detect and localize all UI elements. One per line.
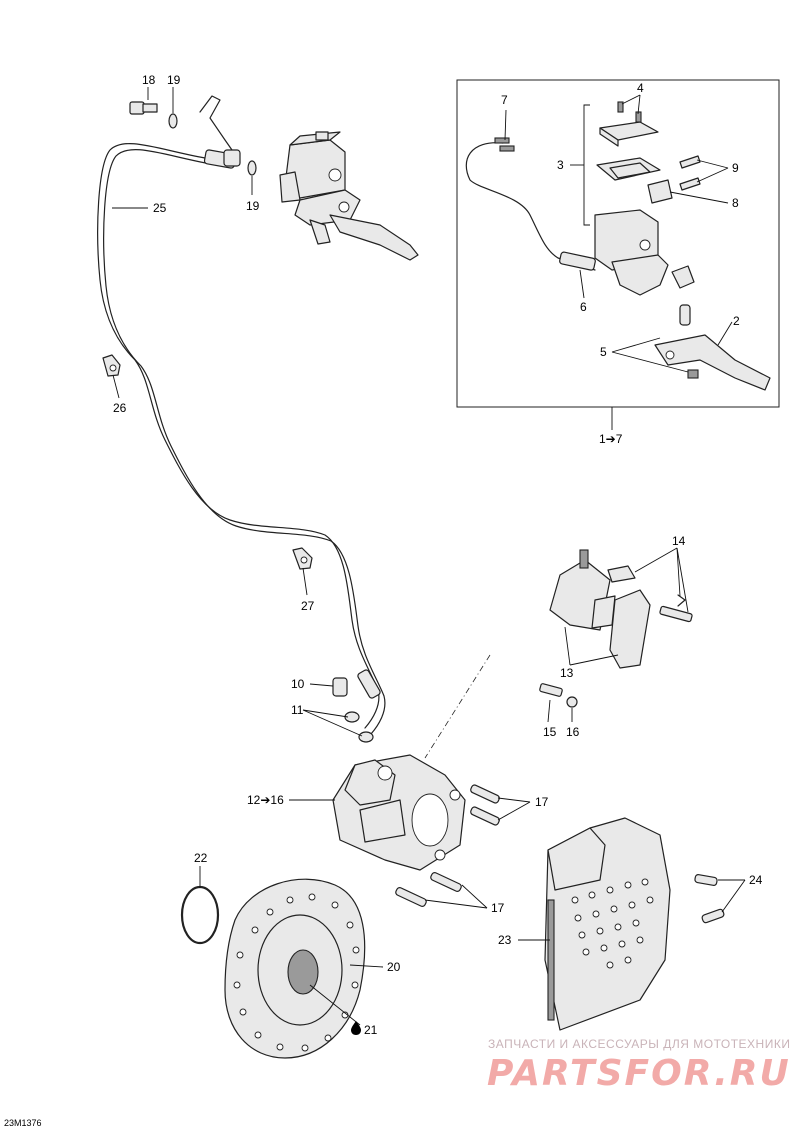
brake-pads (549, 549, 693, 669)
callout-3: 3 (557, 158, 564, 172)
callout-16: 16 (566, 725, 580, 739)
diagram-code: 23M1376 (4, 1118, 42, 1128)
callout-6: 6 (580, 300, 587, 314)
callout-22: 22 (194, 851, 208, 865)
washer-19-lower (247, 160, 257, 176)
hose-clamp-27 (292, 547, 313, 570)
callout-26: 26 (113, 401, 127, 415)
inset-master-cylinder-parts (465, 101, 771, 391)
brake-caliper (332, 754, 466, 871)
callout-21: 21 (364, 1023, 378, 1037)
leader-lines (112, 87, 746, 1026)
inset-frame (456, 79, 780, 408)
callout-labels: 18 19 19 25 26 27 7 4 3 9 8 6 2 5 1➔7 14… (113, 73, 763, 1037)
o-ring-22 (180, 885, 220, 945)
callout-1-7: 1➔7 (599, 432, 623, 446)
callout-2: 2 (733, 314, 740, 328)
callout-20: 20 (387, 960, 401, 974)
callout-24: 24 (749, 873, 763, 887)
banjo-bolt-18 (129, 101, 158, 115)
callout-4: 4 (637, 81, 644, 95)
master-cylinder-assembled (279, 131, 419, 261)
washer-11-top (344, 711, 360, 723)
callout-10: 10 (291, 677, 305, 691)
guard-screw-24-upper (694, 874, 718, 886)
oil-drop-icon (351, 1021, 361, 1035)
washer-19-top (168, 113, 178, 129)
caliper-bolts-17-lower (395, 871, 462, 908)
callout-12-16: 12➔16 (247, 793, 284, 807)
hose-clamp-26 (102, 354, 121, 377)
callout-9: 9 (732, 161, 739, 175)
disc-guard (544, 817, 671, 1031)
bleeder-screw (539, 683, 578, 708)
callout-17-lower: 17 (491, 901, 505, 915)
banjo-bolt-10 (332, 677, 348, 697)
guard-screw-24-lower (701, 908, 725, 924)
callout-27: 27 (301, 599, 315, 613)
callout-25: 25 (153, 201, 167, 215)
caliper-bolts-17-upper (470, 784, 500, 826)
callout-5: 5 (600, 345, 607, 359)
callout-15: 15 (543, 725, 557, 739)
callout-18: 18 (142, 73, 156, 87)
watermark-tagline: ЗАПЧАСТИ И АКСЕССУАРЫ ДЛЯ МОТОТЕХНИКИ (488, 1037, 790, 1051)
callout-13: 13 (560, 666, 574, 680)
callout-19-top: 19 (167, 73, 181, 87)
brake-disc (224, 878, 366, 1059)
callout-11: 11 (291, 703, 304, 717)
watermark-brand: PARTSFOR.RU (487, 1053, 791, 1094)
callout-14: 14 (672, 534, 686, 548)
callout-23: 23 (498, 933, 512, 947)
callout-7: 7 (501, 93, 508, 107)
washer-11-lower (358, 731, 374, 743)
callout-19-lower: 19 (246, 199, 260, 213)
callout-8: 8 (732, 196, 739, 210)
callout-17-upper: 17 (535, 795, 549, 809)
